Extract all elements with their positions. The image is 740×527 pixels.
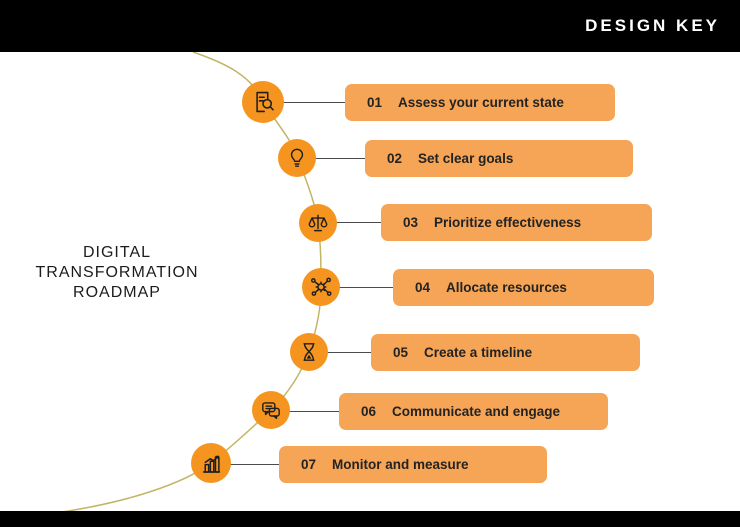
connector-line [309,352,374,353]
step-number: 07 [301,457,317,472]
step-label: Create a timeline [424,345,533,360]
step-3-bar: 03 Prioritize effectiveness [381,204,652,241]
step-4-bar: 04 Allocate resources [393,269,654,306]
step-label: Assess your current state [398,95,564,110]
step-number: 01 [367,95,383,110]
chat-bubbles-icon [262,402,280,420]
document-search-icon [256,91,274,113]
connector-line [211,464,281,465]
step-number: 06 [361,404,377,419]
step-6-bar: 06 Communicate and engage [339,393,608,430]
step-7-badge [191,443,231,483]
step-3-badge [299,204,337,242]
hourglass-icon [303,343,315,361]
step-5-bar: 05 Create a timeline [371,334,640,371]
step-number: 02 [387,151,403,166]
bar-chart-icon [202,455,220,473]
connector-line [321,287,395,288]
step-number: 05 [393,345,409,360]
step-number: 03 [403,215,419,230]
step-6-badge [252,391,290,429]
step-1-badge [242,81,284,123]
balance-scale-icon [308,214,328,232]
connector-line [263,102,348,103]
connector-line [318,222,383,223]
connector-line [271,411,341,412]
brand-logo: DESIGN KEY [585,16,720,35]
step-number: 04 [415,280,431,295]
footer-bar [0,511,740,527]
gears-network-icon [311,277,332,296]
header-bar: DESIGN KEY [0,0,740,52]
step-2-badge [278,139,316,177]
step-label: Communicate and engage [392,404,561,419]
step-label: Allocate resources [446,280,567,295]
step-label: Prioritize effectiveness [434,215,582,230]
step-5-badge [290,333,328,371]
step-label: Set clear goals [418,151,514,166]
step-label: Monitor and measure [332,457,469,472]
page-title: DIGITAL TRANSFORMATION ROADMAP [35,244,199,301]
step-7-bar: 07 Monitor and measure [279,446,547,483]
step-1-bar: 01 Assess your current state [345,84,615,121]
step-4-badge [302,268,340,306]
step-2-bar: 02 Set clear goals [365,140,633,177]
lightbulb-icon [290,148,304,167]
connector-line [297,158,367,159]
